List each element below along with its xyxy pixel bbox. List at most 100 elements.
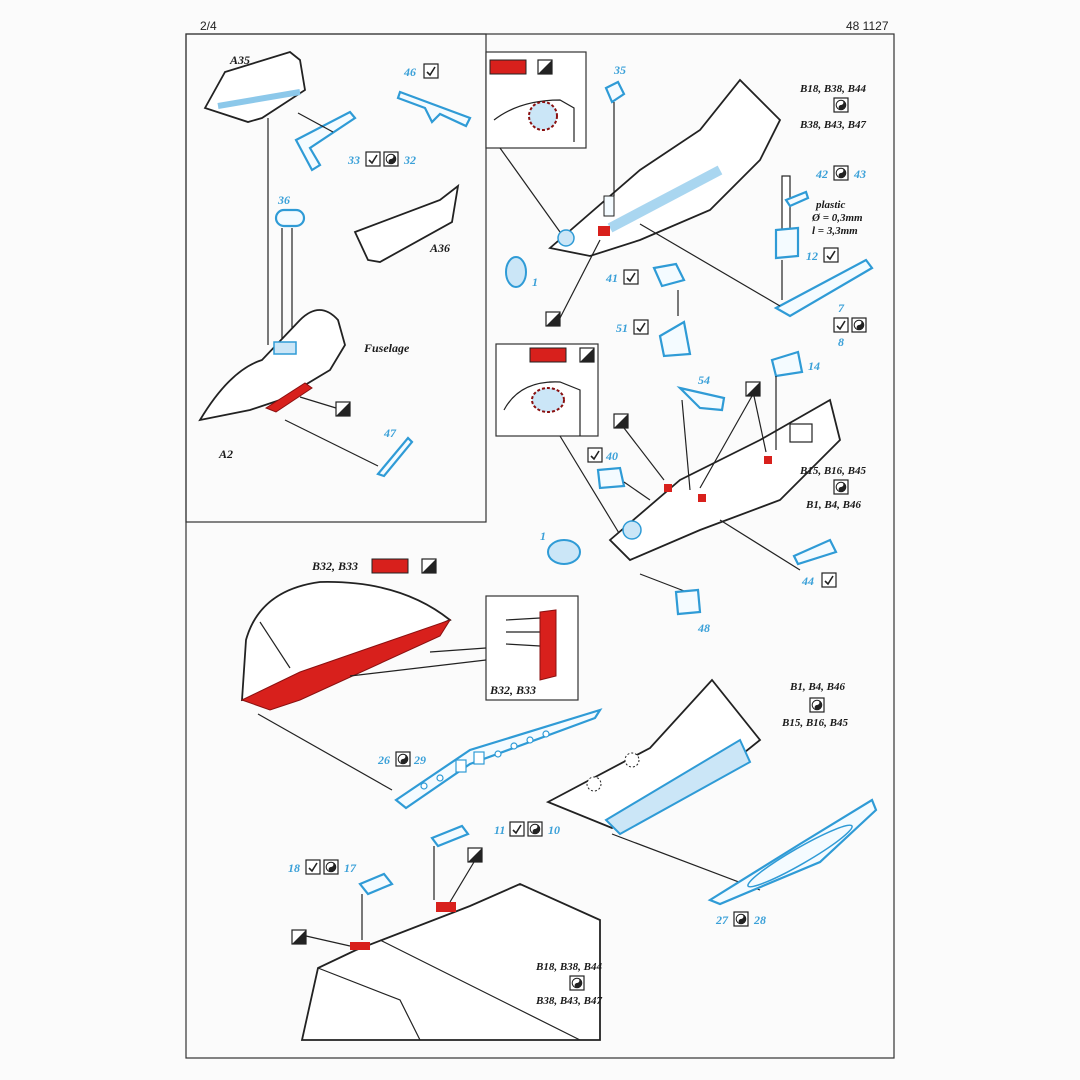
wing-right-group: B1, B4, B46 B15, B16, B45 27 28 11 10: [494, 678, 878, 927]
plastic-len: l = 3,3mm: [812, 225, 858, 237]
part-54: [676, 386, 726, 412]
part-36: [274, 208, 306, 228]
wing-right-outline: [545, 678, 762, 829]
part-a35: [203, 50, 306, 123]
yin-yang-icon: [833, 479, 849, 495]
label-14: 14: [808, 359, 820, 373]
fuselage-mid: [608, 398, 841, 562]
check-icon: [509, 821, 525, 837]
label-47: 47: [383, 426, 397, 440]
part-1-top: [505, 256, 527, 288]
yin-yang-icon: [527, 821, 543, 837]
part-1-mid: [547, 539, 581, 565]
label-12: 12: [806, 249, 818, 263]
cockpit-bottom-group: 54 14 40 1 B15, B16, B45 B1, B4, B46 48 …: [495, 343, 867, 635]
half-fill-icon: [745, 381, 761, 397]
part-10-11: [430, 824, 470, 848]
label-28: 28: [753, 913, 766, 927]
label-a2: A2: [218, 447, 233, 461]
yin-yang-icon: [569, 975, 585, 991]
refs-top-b: B38, B43, B47: [799, 119, 867, 131]
label-17: 17: [344, 861, 357, 875]
label-33: 33: [347, 153, 360, 167]
flap-detail-label: B32, B33: [489, 683, 536, 697]
check-icon: [821, 572, 837, 588]
red-panel: [264, 382, 313, 413]
part-33: [294, 110, 357, 172]
detail-box-flap: [485, 595, 579, 701]
yin-yang-icon: [733, 911, 749, 927]
check-icon: [587, 447, 603, 463]
fuselage-section: [198, 309, 346, 422]
yin-yang-icon: [833, 97, 849, 113]
refs-mid-b: B1, B4, B46: [805, 499, 862, 511]
label-a36: A36: [429, 241, 450, 255]
label-fuselage: Fuselage: [363, 341, 410, 355]
part-41: [652, 262, 686, 288]
flap-group: B32, B33 B32, B33 26 29: [240, 558, 603, 810]
check-icon: [823, 247, 839, 263]
label-44: 44: [801, 574, 814, 588]
label-11: 11: [494, 823, 505, 837]
part-a36: [353, 183, 460, 263]
check-icon: [633, 319, 649, 335]
inset-frame: [185, 33, 487, 523]
label-10: 10: [548, 823, 560, 837]
refs-top-a: B18, B38, B44: [799, 83, 867, 95]
check-icon: [833, 317, 849, 333]
yin-yang-icon: [851, 317, 867, 333]
refs-bottom-a: B18, B38, B44: [535, 961, 603, 973]
label-42: 42: [815, 167, 828, 181]
check-icon: [305, 859, 321, 875]
label-26: 26: [377, 753, 390, 767]
part-7-8: [773, 258, 874, 318]
half-fill-icon: [467, 847, 483, 863]
label-51: 51: [616, 321, 628, 335]
label-1-mid: 1: [540, 529, 546, 543]
plastic-label: plastic: [815, 199, 845, 211]
yin-yang-icon: [395, 751, 411, 767]
refs-wing-b: B15, B16, B45: [781, 717, 849, 729]
color-swatch-red: [529, 347, 567, 363]
label-27: 27: [715, 913, 729, 927]
half-fill-icon: [291, 929, 307, 945]
part-27-28: [707, 798, 878, 906]
half-fill-icon: [579, 347, 595, 363]
refs-mid-a: B15, B16, B45: [799, 465, 867, 477]
yin-yang-icon: [809, 697, 825, 713]
part-code: 48 1127: [846, 19, 889, 33]
label-40: 40: [605, 449, 618, 463]
label-a35: A35: [229, 53, 250, 67]
label-18: 18: [288, 861, 300, 875]
page-frame: [185, 33, 895, 1059]
label-7: 7: [838, 301, 845, 315]
page-number: 2/4: [200, 19, 217, 33]
wing-tip-outline: [241, 581, 452, 702]
half-fill-icon: [545, 311, 561, 327]
refs-bottom-b: B38, B43, B47: [535, 995, 603, 1007]
label-32: 32: [403, 153, 416, 167]
half-fill-icon: [613, 413, 629, 429]
part-17-18: [358, 872, 394, 896]
wing-bottom-group: 18 17 B18, B38, B44 B38, B43, B47: [288, 824, 603, 1041]
refs-wing-a: B1, B4, B46: [789, 681, 846, 693]
label-46: 46: [403, 65, 416, 79]
label-54: 54: [698, 373, 710, 387]
yin-yang-icon: [383, 151, 399, 167]
flap-red: [240, 619, 452, 711]
flap-ref-label: B32, B33: [311, 559, 358, 573]
half-fill-icon: [421, 558, 437, 574]
color-swatch-red: [489, 59, 527, 75]
inset-panel: A35 46 33 32 36 A36 Fuselage A2 47: [198, 50, 472, 478]
wing-bottom-outline: [300, 883, 601, 1041]
label-8: 8: [838, 335, 844, 349]
label-29: 29: [413, 753, 426, 767]
part-14: [770, 350, 804, 378]
part-47: [376, 436, 414, 478]
label-48: 48: [697, 621, 710, 635]
part-48: [674, 588, 702, 616]
color-swatch-red: [371, 558, 409, 574]
wing-right-panel: [604, 738, 752, 836]
half-fill-icon: [537, 59, 553, 75]
